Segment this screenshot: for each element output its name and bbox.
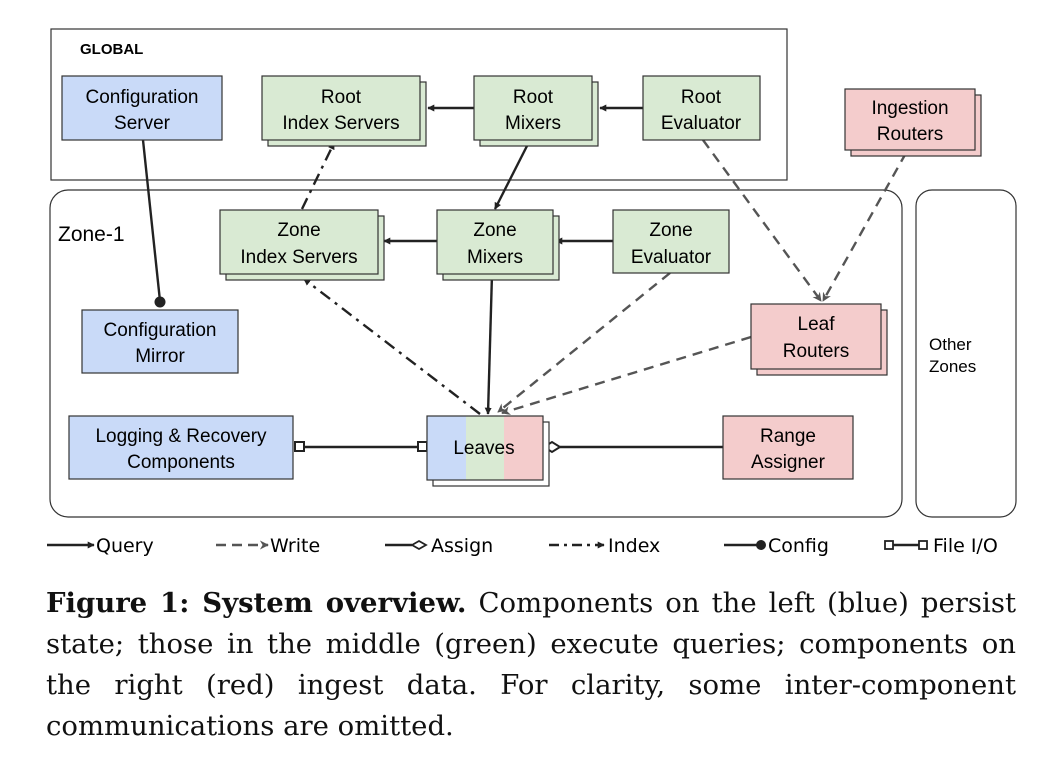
- zone-region: [49, 189, 903, 518]
- svg-text:Leaves: Leaves: [453, 438, 514, 459]
- other-zones-label: Other Zones: [929, 335, 976, 376]
- legend-index: Index: [549, 535, 660, 557]
- config-edge: [141, 139, 162, 302]
- figure-caption-text: Components on the left (blue) persist st…: [46, 587, 1017, 742]
- global-region: [50, 28, 788, 181]
- write-edge-ingestion-to-leaf-routers: [821, 152, 908, 302]
- legend-write: Write: [216, 535, 320, 557]
- query-edge-root-mixers-to-zone-mixers: [493, 139, 532, 210]
- svg-text:Index: Index: [608, 535, 660, 557]
- svg-text:Assign: Assign: [431, 535, 493, 557]
- svg-text:Config: Config: [768, 535, 829, 557]
- legend-config: Config: [724, 535, 829, 557]
- config-endpoint-dot: [154, 296, 166, 308]
- leaves-node: Leaves: [426, 415, 550, 487]
- query-edge-zone-mixers-to-leaves: [484, 273, 494, 415]
- svg-text:Query: Query: [96, 535, 154, 557]
- legend-query: Query: [47, 535, 154, 557]
- figure-caption: Figure 1: System overview. Components on…: [46, 583, 1016, 747]
- write-edge-leaf-routers-to-leaves: [501, 335, 752, 415]
- svg-text:File I/O: File I/O: [933, 535, 998, 557]
- write-edge-zone-evaluator-to-leaves: [497, 272, 671, 413]
- index-edge-leaves-to-zone-index: [303, 278, 481, 415]
- edges: [141, 104, 908, 454]
- index-edge-zone-index-to-root-index: [300, 142, 336, 210]
- legend: Query Write Assign Index Config File I/O: [47, 535, 998, 557]
- system-overview-diagram: GLOBAL Zone-1 Other Zones: [47, 28, 1017, 557]
- fileio-endpoint-left: [294, 441, 305, 452]
- legend-fileio: File I/O: [884, 535, 998, 557]
- figure-label: Figure 1: System overview.: [46, 587, 467, 619]
- svg-text:Write: Write: [270, 535, 320, 557]
- legend-assign: Assign: [385, 535, 493, 557]
- other-zones-region: [915, 189, 1017, 518]
- global-label: GLOBAL: [80, 41, 143, 58]
- fileio-endpoint-right: [417, 441, 428, 452]
- zone-label: Zone-1: [58, 223, 125, 246]
